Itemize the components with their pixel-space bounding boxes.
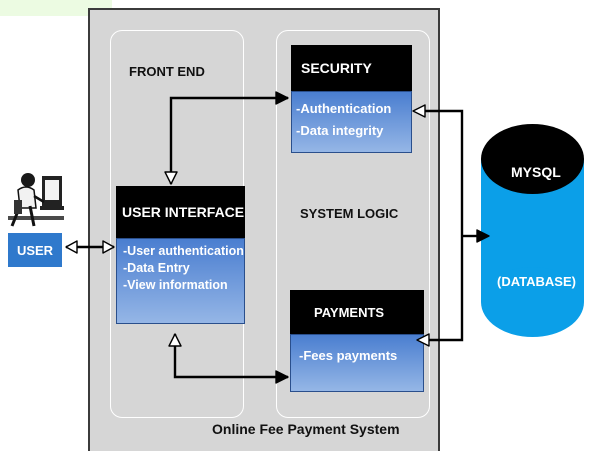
ui-item-data-entry: -Data Entry [123, 261, 190, 275]
security-item-data-integrity: -Data integrity [296, 123, 384, 138]
corner-tint [0, 0, 112, 16]
arrowhead-security-left [275, 91, 289, 105]
payments-body: -Fees payments [290, 334, 424, 392]
ui-item-view-information: -View information [123, 278, 228, 292]
security-item-authentication: -Authentication [296, 101, 392, 116]
system-logic-zone [276, 30, 430, 418]
security-block: SECURITY -Authentication -Data integrity [291, 45, 412, 153]
connector-ui-security [169, 96, 288, 184]
arrowhead-ui-top [164, 171, 178, 185]
ui-item-user-authentication: -User authentication [123, 244, 244, 258]
security-title: SECURITY [291, 45, 412, 91]
arrowhead-payments-right [416, 333, 430, 347]
user-interface-block: USER INTERFACE -User authentication -Dat… [116, 186, 245, 324]
arrowhead-database [476, 229, 490, 243]
person-at-computer-icon [8, 173, 64, 227]
user-interface-body: -User authentication -Data Entry -View i… [116, 238, 245, 324]
system-caption: Online Fee Payment System [212, 421, 400, 437]
user-interface-title: USER INTERFACE [116, 186, 245, 238]
arrowhead-ui-bottom [168, 333, 182, 347]
front-end-label: FRONT END [129, 64, 205, 79]
payments-title: PAYMENTS [290, 290, 424, 334]
user-label: USER [8, 233, 62, 267]
arrowhead-ui-left [102, 240, 115, 254]
payments-item-fees: -Fees payments [299, 348, 398, 363]
payments-block: PAYMENTS -Fees payments [290, 290, 424, 392]
system-logic-label: SYSTEM LOGIC [300, 206, 399, 221]
connector-ui-payments [173, 334, 288, 379]
arrowhead-user [65, 240, 78, 254]
arrowhead-payments-left [275, 370, 289, 384]
connector-logic-bus [422, 109, 464, 342]
database-subtitle: (DATABASE) [497, 274, 576, 289]
cylinder-database-icon [481, 124, 584, 337]
security-body: -Authentication -Data integrity [291, 91, 412, 153]
arrowhead-security-right [412, 104, 426, 118]
database-title: MYSQL [511, 164, 561, 180]
